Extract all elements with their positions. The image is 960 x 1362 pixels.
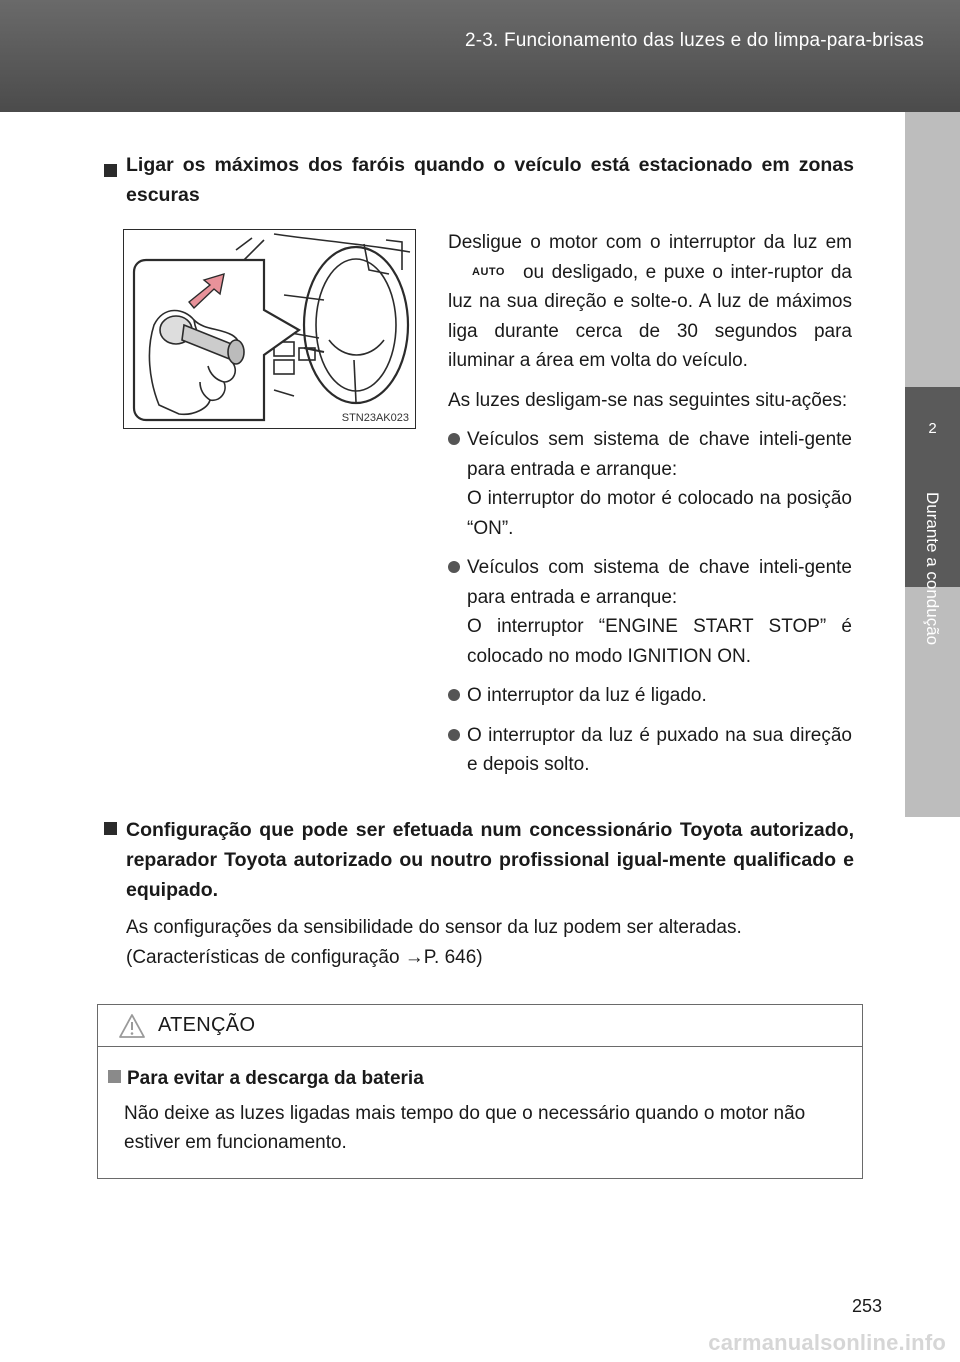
side-tab-number: 2 <box>928 420 937 437</box>
side-tab: 2 Durante a condução <box>905 112 960 1362</box>
watermark: carmanualsonline.info <box>708 1330 946 1355</box>
steering-column-icon <box>132 233 411 422</box>
page-header: 2-3. Funcionamento das luzes e do limpa-… <box>0 0 960 112</box>
list-item: O interruptor da luz é ligado. <box>448 681 852 711</box>
paragraph: Desligue o motor com o interruptor da lu… <box>448 232 852 371</box>
warning-triangle-icon <box>119 1014 145 1038</box>
page-number: 253 <box>852 1296 883 1316</box>
section-heading-customization: Configuração que pode ser efetuada num c… <box>104 815 854 905</box>
square-bullet-icon <box>104 164 117 177</box>
section-body: As configurações da sensibilidade do sen… <box>126 917 742 968</box>
bullet-icon <box>448 689 460 701</box>
square-bullet-icon <box>108 1070 121 1083</box>
list-item: Veículos sem sistema de chave inteli-gen… <box>448 425 852 543</box>
figure-id: STN23AK023 <box>341 412 409 424</box>
side-tab-label: Durante a condução <box>923 492 942 646</box>
list-item: Veículos com sistema de chave inteli-gen… <box>448 553 852 671</box>
section-customization: Configuração que pode ser efetuada num c… <box>104 815 854 973</box>
bullet-icon <box>448 728 460 741</box>
caution-title: ATENÇÃO <box>158 1014 256 1036</box>
section-heading-headlights: Ligar os máximos dos faróis quando o veí… <box>104 150 854 210</box>
list-item: O interruptor da luz é puxado na sua dir… <box>448 721 852 780</box>
instructions-column: Desligue o motor com o interruptor da lu… <box>448 228 852 790</box>
caution-box: ATENÇÃO Para evitar a descarga da bateri… <box>97 1004 863 1179</box>
caution-subheading: Para evitar a descarga da bateria <box>108 1065 856 1093</box>
light-switch-illustration: STN23AK023 <box>123 229 416 429</box>
auto-icon: AUTO <box>472 265 505 278</box>
square-bullet-icon <box>104 822 117 835</box>
bullet-icon <box>448 561 460 573</box>
bullet-icon <box>448 433 460 445</box>
caution-text: Não deixe as luzes ligadas mais tempo do… <box>124 1103 806 1153</box>
paragraph: As luzes desligam-se nas seguintes situ-… <box>448 389 848 411</box>
chapter-title: 2-3. Funcionamento das luzes e do limpa-… <box>464 30 924 51</box>
